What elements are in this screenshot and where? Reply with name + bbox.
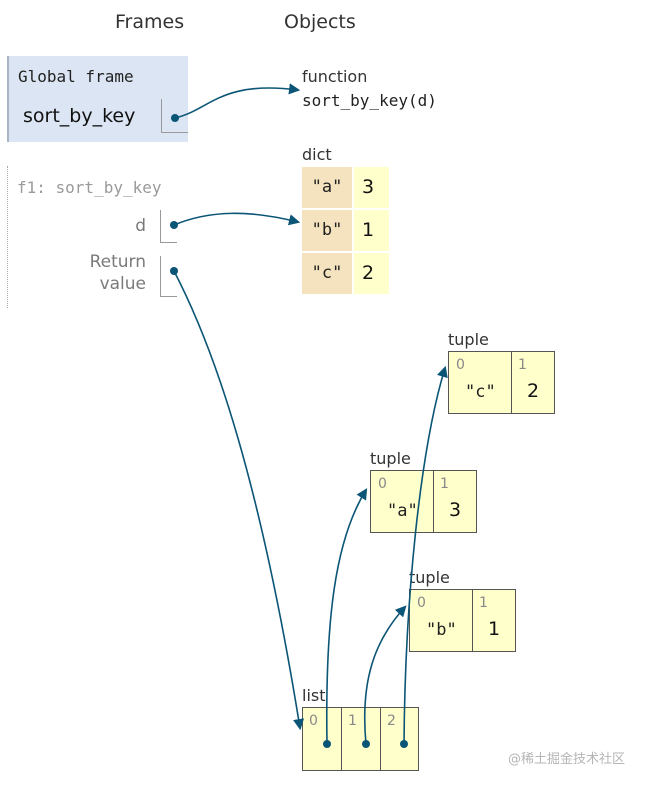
f1-return-value-label: Return value — [70, 251, 146, 295]
arrow-list2-to-tuple-c — [403, 365, 448, 745]
function-signature: sort_by_key(d) — [302, 91, 437, 110]
list-cell-0: 0 — [302, 707, 342, 771]
function-type-label: function — [302, 67, 368, 86]
dict-value-c: 2 — [354, 253, 389, 294]
tuple-c-cell-0: 0 "c" — [448, 351, 512, 414]
tuple-c-value-0: "c" — [465, 382, 496, 402]
tuple-a-value-1: 3 — [449, 499, 462, 521]
tuple-a-index-1: 1 — [440, 476, 449, 492]
watermark: @稀土掘金技术社区 — [508, 752, 626, 767]
dict-key-a: "a" — [302, 167, 352, 208]
f1-return-pointer-box — [160, 256, 177, 297]
tuple-c-index-0: 0 — [456, 357, 465, 373]
list-cell-1: 1 — [341, 707, 381, 771]
frames-header: Frames — [115, 11, 185, 33]
arrow-list0-to-tuple-a — [325, 488, 368, 745]
global-frame-title: Global frame — [18, 67, 134, 86]
tuple-b-value-0: "b" — [426, 620, 457, 640]
arrow-d-to-dict — [173, 212, 301, 226]
dict-value-a: 3 — [354, 167, 389, 208]
list-cell-2: 2 — [380, 707, 419, 771]
arrow-return-to-list — [173, 270, 305, 731]
f1-var-d: d — [135, 216, 146, 236]
tuple-b-index-1: 1 — [479, 595, 488, 611]
list-type-label: list — [302, 686, 326, 705]
return-label-line2: value — [99, 274, 146, 294]
tuple-a-type-label: tuple — [370, 449, 411, 468]
f1-d-pointer-dot — [170, 221, 178, 229]
dict-key-b: "b" — [302, 210, 352, 251]
tuple-c-type-label: tuple — [448, 330, 489, 349]
dict-type-label: dict — [302, 145, 332, 164]
tuple-a-cell-0: 0 "a" — [370, 470, 434, 533]
tuple-a-cell-1: 1 3 — [433, 470, 477, 533]
f1-frame — [7, 166, 8, 308]
f1-var-d-pointer-box — [160, 210, 177, 243]
tuple-b-value-1: 1 — [488, 618, 501, 640]
tuple-c-index-1: 1 — [518, 357, 527, 373]
global-sort-by-key-pointer-dot — [171, 114, 179, 122]
list-index-1: 1 — [348, 713, 357, 729]
return-label-line1: Return — [89, 252, 146, 272]
list-2-pointer-dot — [400, 740, 408, 748]
dict-key-c: "c" — [302, 253, 352, 294]
tuple-b-type-label: tuple — [409, 568, 450, 587]
tuple-b-cell-1: 1 1 — [472, 589, 516, 652]
list-index-0: 0 — [309, 713, 318, 729]
list-1-pointer-dot — [362, 740, 370, 748]
tuple-b-cell-0: 0 "b" — [409, 589, 473, 652]
dict-value-b: 1 — [354, 210, 389, 251]
arrow-global-to-function — [174, 83, 301, 119]
f1-return-pointer-dot — [170, 267, 178, 275]
list-index-2: 2 — [387, 713, 396, 729]
global-var-sort-by-key: sort_by_key — [23, 105, 136, 127]
global-var-pointer-box — [161, 99, 188, 133]
tuple-a-value-0: "a" — [387, 501, 418, 521]
objects-header: Objects — [284, 11, 356, 33]
tuple-c-value-1: 2 — [527, 380, 540, 402]
tuple-a-index-0: 0 — [378, 476, 387, 492]
tuple-b-index-0: 0 — [417, 595, 426, 611]
list-0-pointer-dot — [323, 740, 331, 748]
f1-frame-title: f1: sort_by_key — [17, 178, 162, 197]
global-frame: Global frame sort_by_key — [7, 56, 188, 142]
tuple-c-cell-1: 1 2 — [511, 351, 555, 414]
